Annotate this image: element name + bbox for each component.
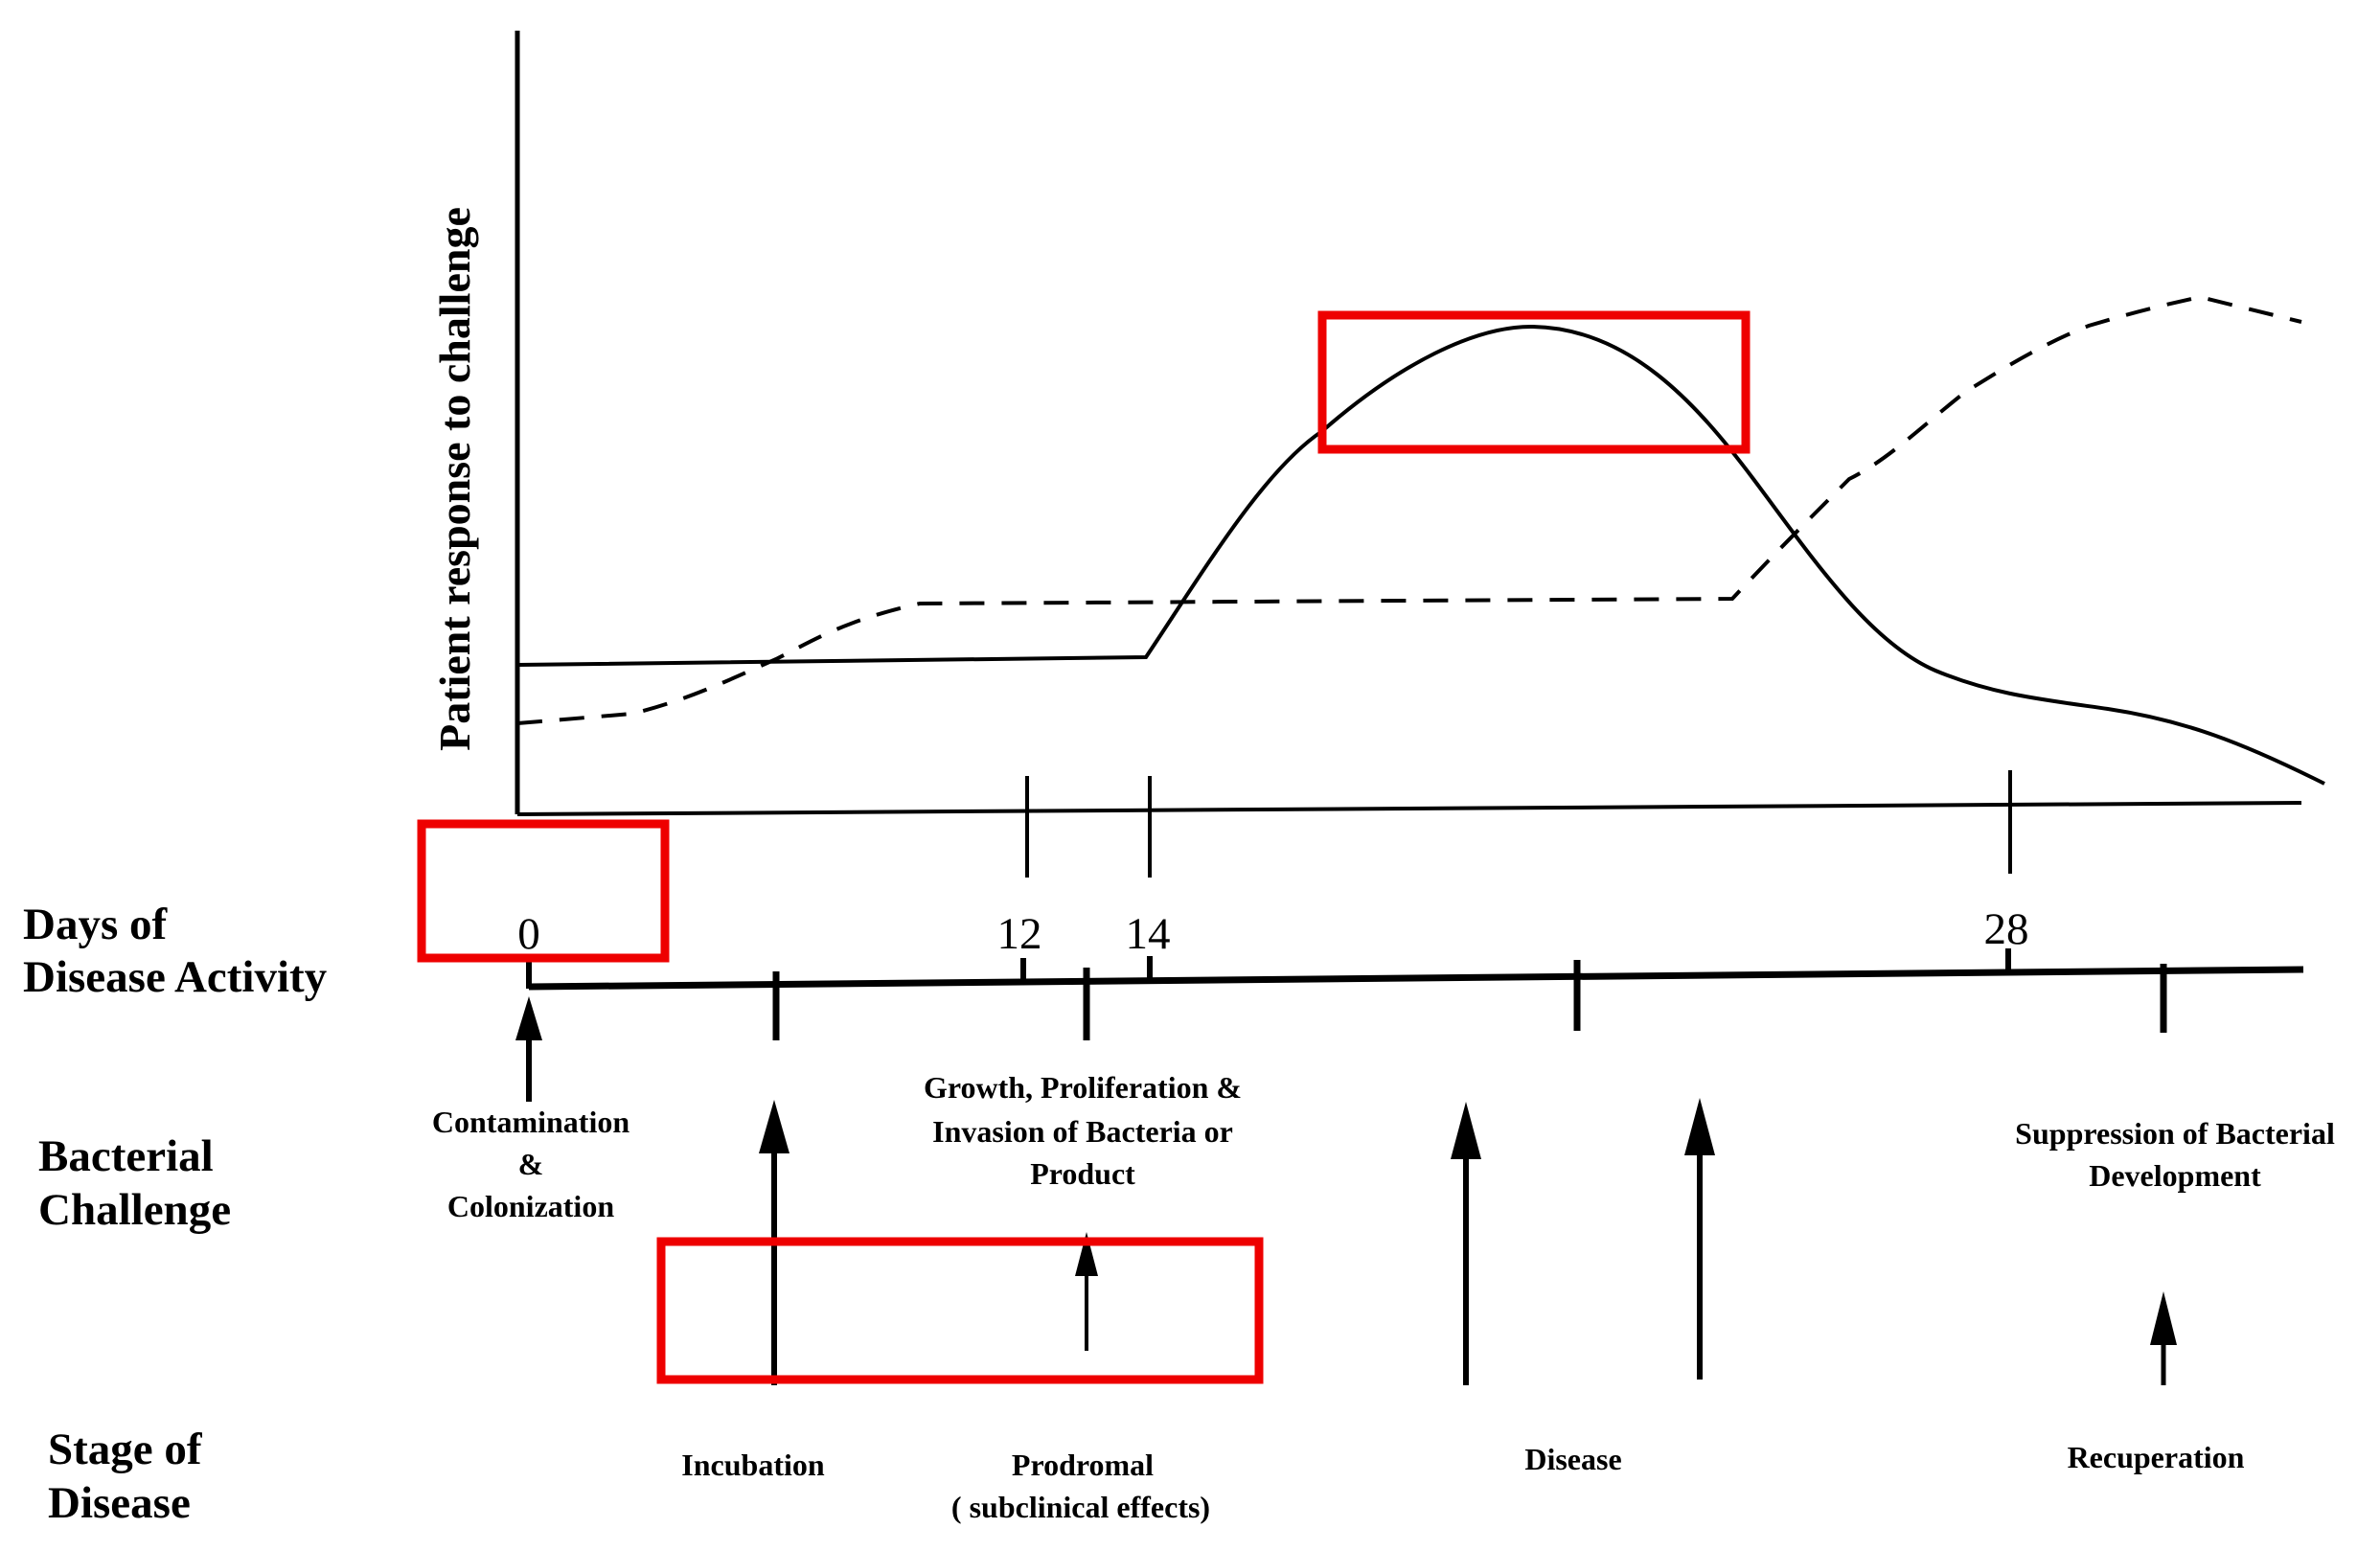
bacterial-label-line2: Challenge [38, 1185, 231, 1235]
stage-disease: Disease [1524, 1442, 1621, 1476]
contamination-label-line1: Contamination [432, 1105, 629, 1139]
stage-label-line1: Stage of [48, 1425, 203, 1474]
x-axis [516, 801, 2302, 816]
prodromal-arrowhead [1075, 1232, 1098, 1276]
day-tick-label-14: 14 [1126, 909, 1171, 959]
bacterial-challenge-curve [516, 294, 2302, 725]
disease-arrowhead-1 [1451, 1102, 1481, 1159]
stage-label-line2: Disease [48, 1478, 191, 1528]
day-tick-label-12: 12 [997, 909, 1042, 959]
y-axis-label: Patient response to challenge [430, 207, 479, 751]
incubation-arrowhead [759, 1100, 790, 1153]
day-timeline [528, 966, 2304, 991]
contamination-label-line3: Colonization [447, 1189, 614, 1223]
suppression-label-line1: Suppression of Bacterial [2015, 1116, 2335, 1151]
highlight-box-incubation-prodromal [656, 1237, 1264, 1384]
stage-prodromal-line1: Prodromal [1012, 1448, 1154, 1482]
contamination-arrowhead [515, 996, 542, 1040]
day-tick-label-0: 0 [517, 909, 540, 959]
growth-label-line3: Product [1030, 1156, 1135, 1191]
stage-recuperation: Recuperation [2068, 1440, 2245, 1474]
suppression-label-line2: Development [2089, 1158, 2261, 1193]
contamination-label-line2: & [518, 1147, 544, 1181]
patient-response-curve [516, 324, 2325, 786]
days-label-line2: Disease Activity [23, 952, 328, 1002]
growth-label-line1: Growth, Proliferation & [924, 1070, 1242, 1105]
stage-incubation: Incubation [681, 1448, 825, 1482]
recuperation-arrowhead [2150, 1291, 2177, 1345]
disease-arrowhead-2 [1684, 1098, 1715, 1155]
stage-prodromal-line2: ( subclinical effects) [951, 1490, 1210, 1524]
days-label-line1: Days of [23, 900, 168, 949]
bacterial-label-line1: Bacterial [38, 1131, 214, 1181]
highlight-box-day-zero [417, 819, 670, 963]
day-tick-label-28: 28 [1984, 904, 2029, 954]
growth-label-line2: Invasion of Bacteria or [932, 1114, 1233, 1149]
highlight-box-peak [1317, 310, 1751, 454]
